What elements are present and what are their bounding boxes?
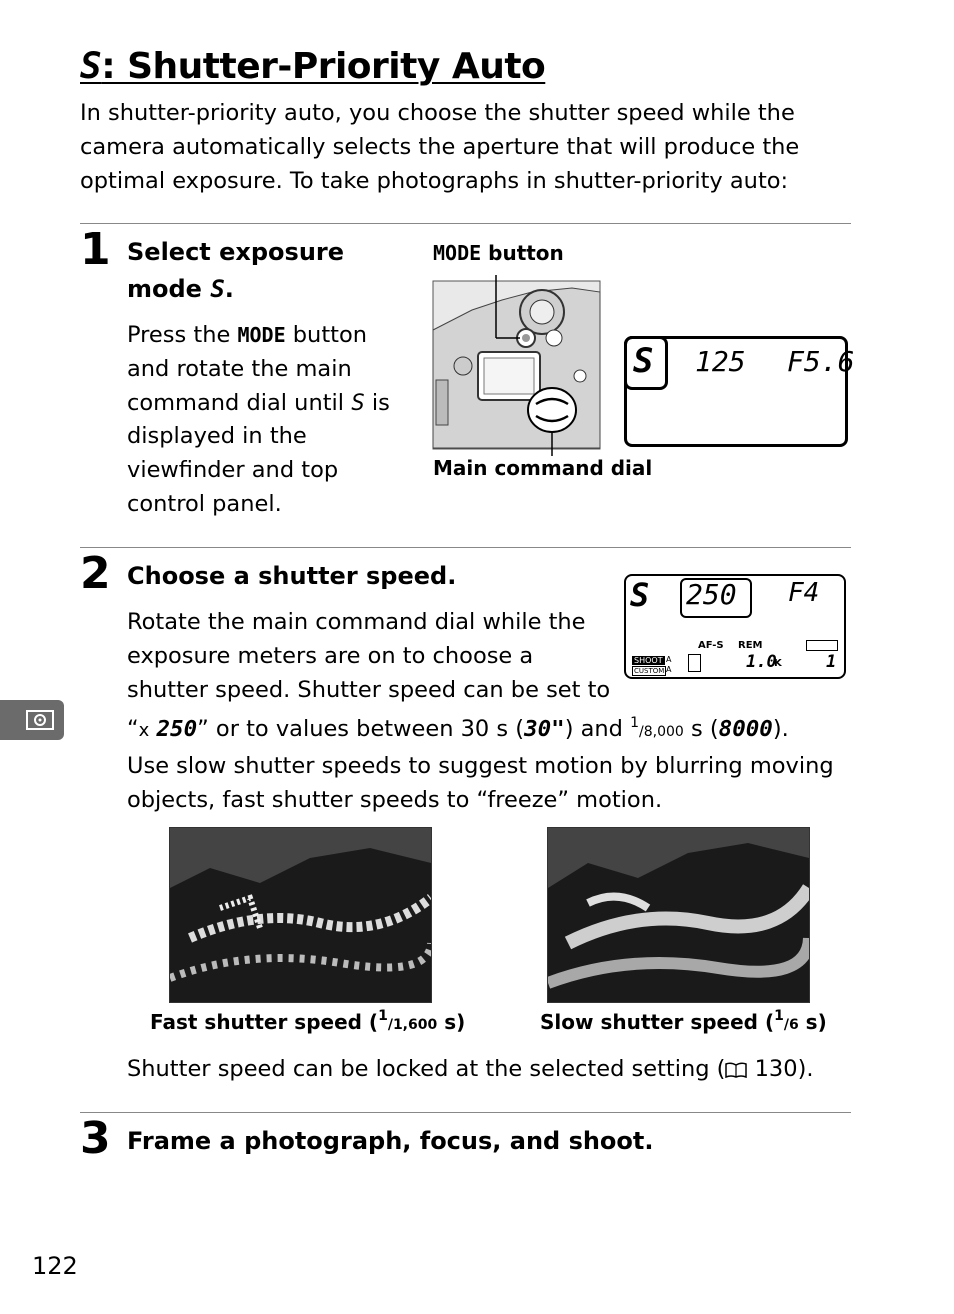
lcd-shutter: 125 [695,345,746,378]
lock-note: Shutter speed can be locked at the selec… [127,1053,814,1087]
lcd-mode: S [630,576,650,614]
frac-den: /8,000 [639,724,684,741]
lcd-k: K [774,658,782,669]
caption-text: s) [437,1010,466,1034]
step3-number: 3 [80,1113,111,1164]
step2-body-line: Use slow shutter speeds to suggest motio… [127,753,834,780]
caption-text: s) [798,1010,827,1034]
step1-body-a: Press the [127,322,238,348]
step1-heading-line2: mode S. [127,271,344,308]
intro-paragraph: In shutter-priority auto, you choose the… [80,100,800,194]
page-number: 122 [32,1252,78,1280]
mode-s-glyph: S [210,275,225,303]
step2-body-line: Rotate the main command dial while the [127,609,586,635]
mode-word: MODE [237,323,286,347]
step1-heading-suffix: . [224,275,234,303]
step2-text: ) and [564,716,631,743]
step2-body-line: objects, fast shutter speeds to “freeze”… [127,786,663,813]
release-mode-icon [688,654,701,672]
fast-shutter-photo [169,827,432,1003]
lcd-bank-a2: A [666,665,672,674]
caption-text: Fast shutter speed ( [150,1010,379,1034]
top-control-panel-2: S 250 F4 AF-S REM SHOOT CUSTOM A A 1.0 K… [624,574,846,679]
step2-body-line: exposure meters are on to choose a [127,642,534,669]
slow-shutter-photo [547,827,810,1003]
mode-s-glyph: S [80,46,102,87]
page-title: S: Shutter-Priority Auto [80,46,546,87]
step2-divider [80,547,851,548]
lcd-af: AF-S [698,640,724,651]
slow-shutter-caption: Slow shutter speed (1/6 s) [540,1008,827,1034]
battery-icon [806,640,838,651]
step2-text: ” or to values between 30 s ( [197,716,525,743]
main-dial-caption: Main command dial [433,456,653,480]
lcd-frames: 1 [826,652,837,672]
step1-body-c: is displayed in the viewfinder and top c… [127,389,390,517]
exposure-mode-icon [26,710,54,730]
bulb-x: x [138,720,150,742]
step2-body-line: “x 250” or to values between 30 s (30") … [127,707,857,750]
book-reference-icon [725,1062,748,1078]
fast-shutter-caption: Fast shutter speed (1/1,600 s) [150,1008,465,1034]
step1-heading-line1: Select exposure [127,238,345,266]
frac-num: 1 [630,715,640,732]
value-30s: 30" [524,716,565,743]
quote-open: “ [127,716,139,743]
step1-heading: Select exposure mode S. [127,234,344,308]
lcd-aperture: F4 [788,578,820,608]
slow-shutter-photo-image [548,828,809,1002]
step2-text: s ( [683,716,719,743]
step1-number: 1 [80,224,111,275]
mode-indicator-box [624,336,668,390]
step1-divider [80,223,851,224]
step1-body: Press the MODE button and rotate the mai… [127,319,407,522]
lcd-custom: CUSTOM [632,666,667,676]
lock-note-text: 130). [747,1056,814,1082]
step2-text: ). [772,716,789,743]
shutter-highlight-box [680,578,752,618]
frac-den: /1,600 [387,1017,438,1033]
page-title-text: : Shutter-Priority Auto [101,46,546,87]
lcd-shutter: 250 [686,578,737,611]
step3-heading: Frame a photograph, focus, and shoot. [127,1127,654,1155]
mode-button-caption: MODE button [433,241,564,265]
lcd-shoot: SHOOT [632,656,665,665]
step2-number: 2 [80,548,111,599]
frac-den: /6 [783,1017,799,1033]
lcd-mode: S [633,341,654,381]
lock-note-text: Shutter speed can be locked at the selec… [127,1056,726,1082]
mode-s-glyph: S [351,389,365,416]
lcd-bank-a1: A [666,655,672,664]
top-control-panel: S 125 F5.6 [624,336,854,447]
step2-heading: Choose a shutter speed. [127,562,457,590]
fast-shutter-photo-image [170,828,431,1002]
camera-illustration [432,275,601,456]
mode-button-caption-rest: button [481,241,564,265]
lcd-comp: 1.0 [746,652,777,672]
step2-body: Rotate the main command dial while the e… [127,606,857,818]
frac-num: 1 [378,1008,388,1024]
step3-divider [80,1112,851,1113]
step2-body-line: shutter speed. Shutter speed can be set … [127,676,611,703]
value-8000: 8000 [718,716,773,743]
mode-button-caption-mode: MODE [433,241,482,265]
bulb-value: 250 [156,716,198,743]
section-tab [0,700,64,740]
step1-heading-prefix: mode [127,275,211,303]
step1-body-b: button and rotate the main command dial … [127,322,367,416]
lcd-aperture: F5.6 [787,345,855,378]
caption-text: Slow shutter speed ( [540,1010,775,1034]
lcd-rem: REM [738,640,763,651]
frac-num: 1 [774,1008,784,1024]
